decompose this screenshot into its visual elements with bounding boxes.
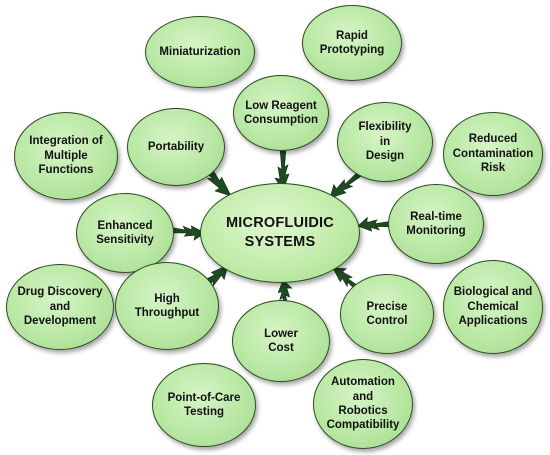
node-lower-cost: Lower Cost bbox=[232, 300, 330, 382]
node-label: Portability bbox=[148, 140, 204, 154]
bolt-lower-cost bbox=[277, 279, 293, 313]
label-line: MICROFLUIDIC bbox=[226, 215, 334, 232]
node-label: Precise Control bbox=[367, 300, 408, 329]
label-line: Monitoring bbox=[406, 225, 466, 237]
bolt-enhanced-sensitivity bbox=[167, 225, 206, 241]
label-line: Biological and bbox=[453, 286, 533, 299]
label-line: Chemical bbox=[467, 300, 519, 313]
label-line: Functions bbox=[38, 164, 94, 177]
label-line: and bbox=[352, 390, 374, 403]
label-line: Prototyping bbox=[319, 44, 385, 56]
node-real-time-monitoring: Real-time Monitoring bbox=[388, 184, 484, 264]
central-node-label: MICROFLUIDIC SYSTEMS bbox=[226, 214, 334, 252]
node-label: Drug Discovery and Development bbox=[17, 285, 102, 328]
label-line: Testing bbox=[183, 406, 225, 418]
node-label: Point-of-Care Testing bbox=[168, 391, 241, 420]
label-line: Sensitivity bbox=[96, 234, 154, 246]
label-line: Point-of-Care bbox=[167, 391, 241, 404]
node-high-throughput: High Throughput bbox=[115, 262, 219, 350]
node-drug-discovery-and-development: Drug Discovery and Development bbox=[6, 264, 114, 350]
label-line: Enhanced bbox=[97, 219, 153, 232]
node-label: Rapid Prototyping bbox=[320, 29, 385, 58]
bolt-low-reagent bbox=[274, 147, 290, 191]
node-label: Flexibility in Design bbox=[358, 120, 411, 163]
label-line: Drug Discovery bbox=[17, 286, 103, 299]
label-line: Reduced bbox=[468, 133, 518, 146]
node-rapid-prototyping: Rapid Prototyping bbox=[302, 5, 402, 81]
label-line: Risk bbox=[480, 162, 506, 175]
node-point-of-care-testing: Point-of-Care Testing bbox=[152, 363, 256, 447]
label-line: Precise bbox=[366, 300, 408, 313]
label-line: Miniaturization bbox=[159, 45, 241, 58]
label-line: High bbox=[154, 292, 180, 305]
node-enhanced-sensitivity: Enhanced Sensitivity bbox=[76, 193, 174, 273]
label-line: Throughput bbox=[134, 307, 200, 319]
node-label: Reduced Contamination Risk bbox=[453, 132, 534, 175]
label-line: Low Reagent bbox=[245, 99, 317, 112]
label-line: Robotics bbox=[338, 405, 388, 417]
label-line: Contamination bbox=[452, 147, 534, 160]
label-line: Automation bbox=[331, 376, 395, 389]
label-line: Applications bbox=[458, 315, 528, 328]
node-low-reagent-consumption: Low Reagent Consumption bbox=[233, 75, 329, 151]
node-integration-of-multiple-functions: Integration of Multiple Functions bbox=[14, 112, 118, 200]
node-label: Integration of Multiple Functions bbox=[29, 134, 102, 177]
bolt-flexibility bbox=[329, 169, 365, 199]
node-label: Low Reagent Consumption bbox=[244, 99, 318, 128]
label-line: Cost bbox=[268, 342, 294, 354]
label-line: Compatibility bbox=[326, 419, 400, 432]
label-line: Consumption bbox=[243, 114, 319, 126]
label-line: Real-time bbox=[410, 210, 462, 223]
node-portability: Portability bbox=[127, 108, 225, 186]
node-label: Automation and Robotics Compatibility bbox=[327, 375, 400, 433]
node-flexibility-in-design: Flexibility in Design bbox=[337, 102, 433, 182]
node-label: High Throughput bbox=[135, 292, 200, 321]
node-label: Real-time Monitoring bbox=[406, 210, 465, 239]
node-label: Enhanced Sensitivity bbox=[96, 219, 154, 248]
node-biological-and-chemical-applications: Biological and Chemical Applications bbox=[443, 260, 543, 354]
label-line: in bbox=[379, 135, 391, 148]
bolt-real-time bbox=[357, 216, 394, 232]
label-line: Multiple bbox=[44, 149, 88, 162]
node-label: Lower Cost bbox=[264, 327, 298, 356]
label-line: Design bbox=[365, 150, 405, 163]
central-node-microfluidic-systems: MICROFLUIDIC SYSTEMS bbox=[200, 183, 360, 283]
label-line: Integration of bbox=[29, 135, 103, 148]
label-line: Portability bbox=[147, 140, 205, 153]
node-automation-and-robotics-compatibility: Automation and Robotics Compatibility bbox=[313, 359, 413, 449]
node-miniaturization: Miniaturization bbox=[145, 16, 255, 88]
label-line: Control bbox=[366, 315, 408, 327]
label-line: Flexibility bbox=[358, 121, 412, 134]
label-line: SYSTEMS bbox=[244, 234, 316, 250]
node-reduced-contamination-risk: Reduced Contamination Risk bbox=[443, 112, 543, 196]
label-line: Lower bbox=[264, 327, 298, 340]
label-line: Development bbox=[23, 315, 97, 328]
node-label: Miniaturization bbox=[159, 45, 240, 59]
node-precise-control: Precise Control bbox=[340, 274, 434, 354]
label-line: and bbox=[49, 300, 71, 313]
label-line: Rapid bbox=[336, 29, 368, 42]
node-label: Biological and Chemical Applications bbox=[454, 285, 533, 328]
